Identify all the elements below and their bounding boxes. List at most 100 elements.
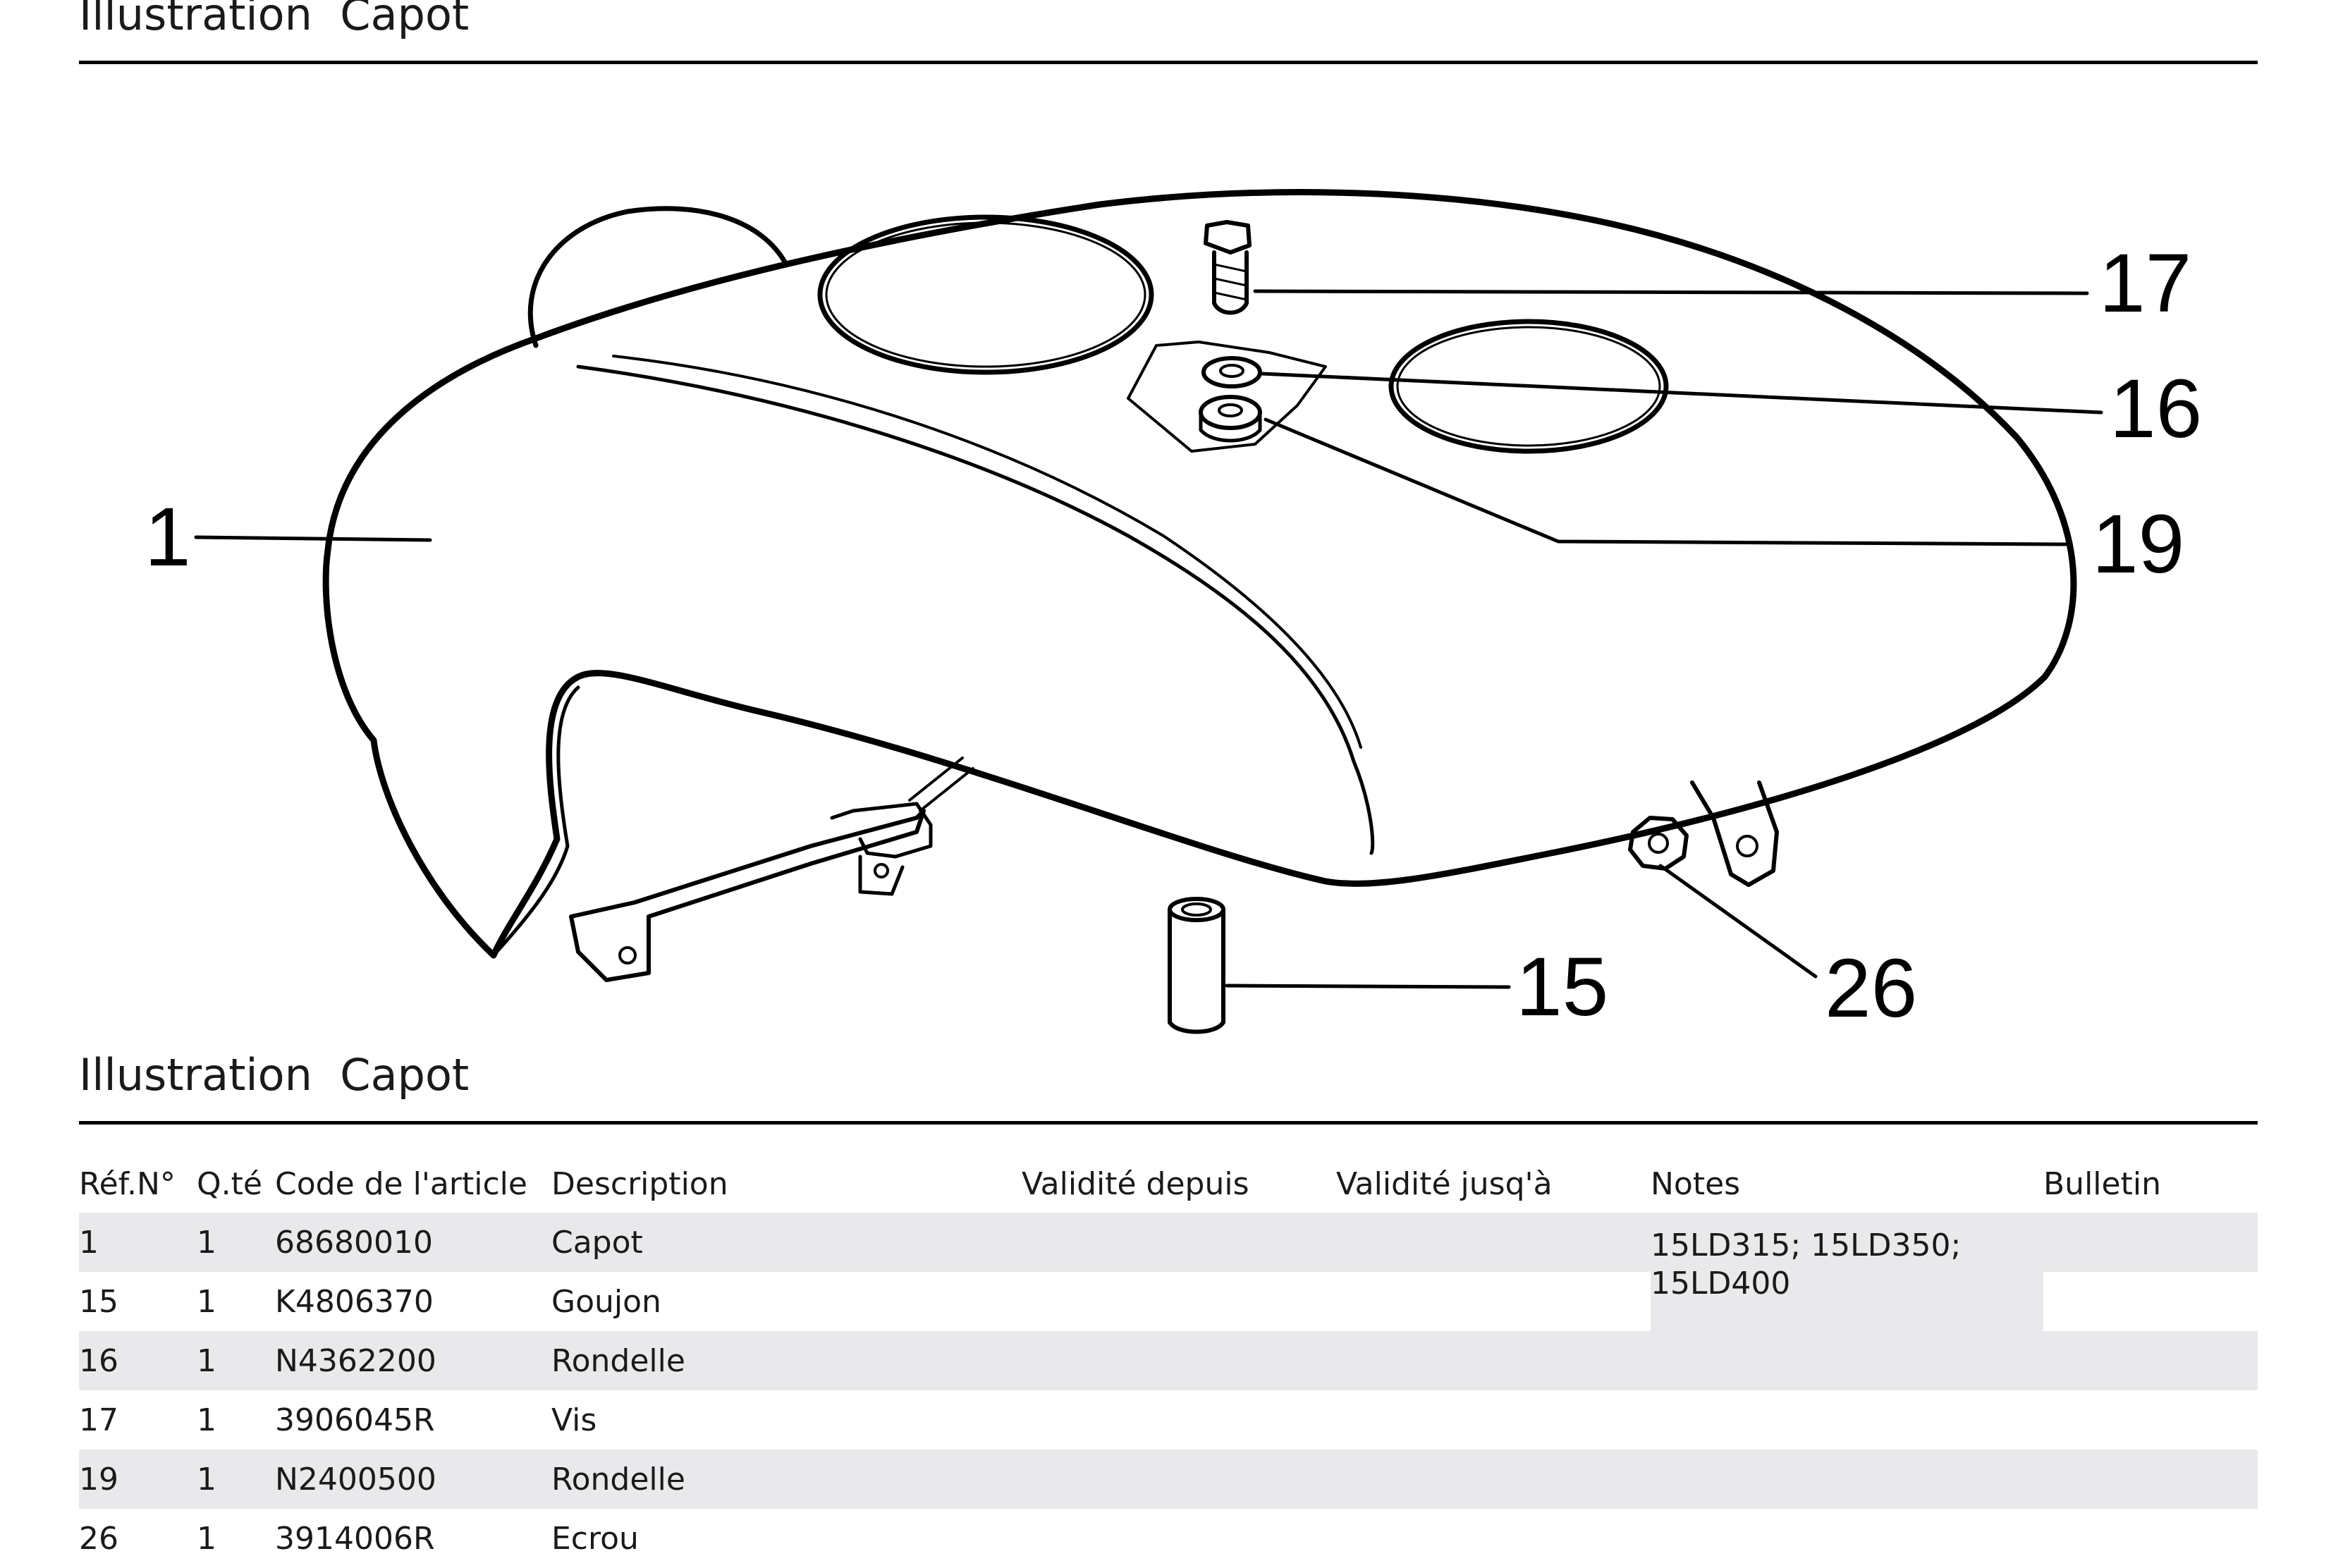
cell-valid-to [1336, 1272, 1651, 1331]
washer-part-2 [1199, 395, 1262, 443]
cover-opening-left [817, 214, 1154, 375]
header-notes: Notes [1651, 1165, 1741, 1202]
header-bulletin: Bulletin [2043, 1165, 2161, 1202]
table-row: 1 1 68680010 Capot 15LD315; 15LD350; 15L… [79, 1213, 2258, 1331]
cell-description: Capot [551, 1213, 1022, 1272]
nut-part [1628, 816, 1689, 871]
callout-1: 1 [145, 491, 191, 584]
leader-line [1264, 417, 2068, 546]
table-row: 19 1 N2400500 Rondelle [79, 1450, 2258, 1509]
leader-line [1658, 864, 1818, 979]
callout-17: 17 [2099, 237, 2191, 330]
cell-qty: 1 [197, 1213, 275, 1272]
cell-qty: 1 [197, 1331, 275, 1390]
cell-bulletin [2043, 1390, 2258, 1450]
washer-part [1201, 356, 1262, 388]
cell-description: Vis [551, 1402, 597, 1438]
cell-ref: 19 [79, 1450, 197, 1509]
cell-ref: 15 [79, 1283, 118, 1320]
table-header-row: Réf.N° Q.té Code de l'article Descriptio… [79, 1155, 2258, 1213]
cell-qty: 1 [197, 1450, 275, 1509]
cell-bulletin [2043, 1272, 2258, 1331]
title-rule-top [79, 61, 2258, 64]
leader-line [194, 535, 432, 542]
bracket-hole [618, 946, 637, 964]
leader-line [1260, 372, 2103, 415]
illustration-title-top: Illustration Capot [79, 0, 470, 40]
cell-qty: 1 [197, 1402, 216, 1438]
cell-description: Ecrou [551, 1520, 639, 1557]
cell-ref: 16 [79, 1331, 197, 1390]
cover-opening-right-inner [1396, 326, 1661, 447]
cell-description: Rondelle [551, 1450, 1022, 1509]
header-description: Description [551, 1165, 728, 1202]
header-valid-from: Validité depuis [1022, 1165, 1249, 1202]
cell-qty: 1 [197, 1283, 216, 1320]
cell-description: Rondelle [551, 1331, 1022, 1390]
callout-15: 15 [1516, 941, 1608, 1034]
cover-cutout-lip [491, 685, 580, 957]
cell-bulletin [2043, 1213, 2258, 1272]
cell-valid-to [1336, 1450, 1651, 1509]
cell-ref: 26 [79, 1520, 118, 1557]
cover-ridge-line-2 [612, 355, 1362, 749]
cell-valid-from [1022, 1390, 1336, 1450]
cell-valid-to [1336, 1390, 1651, 1450]
table-row: 26 1 3914006R Ecrou [79, 1509, 2258, 1568]
mounting-boss [1127, 341, 1327, 453]
callout-16: 16 [2110, 362, 2202, 455]
cell-valid-from [1022, 1213, 1336, 1272]
cell-valid-from [1022, 1509, 1336, 1568]
cell-valid-to [1336, 1213, 1651, 1272]
cell-notes [1651, 1450, 2043, 1509]
cover-opening-left-inner [825, 221, 1146, 368]
cell-code: N4362200 [275, 1331, 551, 1390]
cell-bulletin [2043, 1331, 2258, 1390]
cell-notes [1651, 1509, 2043, 1568]
table-row: 17 1 3906045R Vis [79, 1390, 2258, 1450]
header-qty: Q.té [197, 1165, 262, 1202]
cell-qty: 1 [197, 1520, 216, 1557]
cover-ridge-line [576, 365, 1375, 855]
table-row: 15 1 K4806370 Goujon [79, 1272, 2258, 1331]
cell-valid-to [1336, 1331, 1651, 1390]
cell-valid-to [1336, 1509, 1651, 1568]
cell-code: K4806370 [275, 1283, 434, 1320]
callout-19: 19 [2092, 498, 2184, 591]
cell-code: 3914006R [275, 1520, 435, 1557]
stud-part [1168, 897, 1225, 1034]
leader-line [1225, 984, 1511, 989]
bracket-rod-2 [908, 757, 964, 802]
bottom-bracket [569, 809, 926, 982]
illustration-title-bottom: Illustration Capot [79, 1049, 470, 1101]
bracket-rod [919, 767, 974, 812]
bracket-tab [858, 855, 905, 896]
cell-code: 3906045R [275, 1402, 435, 1438]
table-row: 16 1 N4362200 Rondelle [79, 1331, 2258, 1390]
exploded-view-illustration: 1 17 16 19 15 26 [145, 189, 2202, 1035]
cell-code: 68680010 [275, 1213, 551, 1272]
cell-ref: 1 [79, 1213, 197, 1272]
cell-valid-from [1022, 1331, 1336, 1390]
header-code: Code de l'article [275, 1165, 527, 1202]
cover-opening-right [1388, 319, 1669, 454]
bracket-tab-hole [874, 863, 889, 878]
leader-line [1253, 289, 2089, 295]
cell-ref: 17 [79, 1402, 118, 1438]
bolt-part [1204, 220, 1252, 315]
cell-notes: 15LD315; 15LD350; 15LD400 [1651, 1213, 2043, 1331]
cell-description: Goujon [551, 1283, 661, 1320]
cell-notes [1651, 1390, 2043, 1450]
cell-code: N2400500 [275, 1450, 551, 1509]
cell-valid-from [1022, 1272, 1336, 1331]
cell-bulletin [2043, 1450, 2258, 1509]
right-side-tab [1690, 780, 1779, 887]
rear-dome-shape [527, 206, 789, 348]
bracket-arm [830, 802, 933, 859]
cell-valid-from [1022, 1450, 1336, 1509]
cell-bulletin [2043, 1509, 2258, 1568]
header-valid-to: Validité jusq'à [1336, 1165, 1553, 1202]
header-ref: Réf.N° [79, 1165, 176, 1202]
parts-table: Réf.N° Q.té Code de l'article Descriptio… [79, 1155, 2258, 1568]
callout-26: 26 [1825, 942, 1917, 1035]
